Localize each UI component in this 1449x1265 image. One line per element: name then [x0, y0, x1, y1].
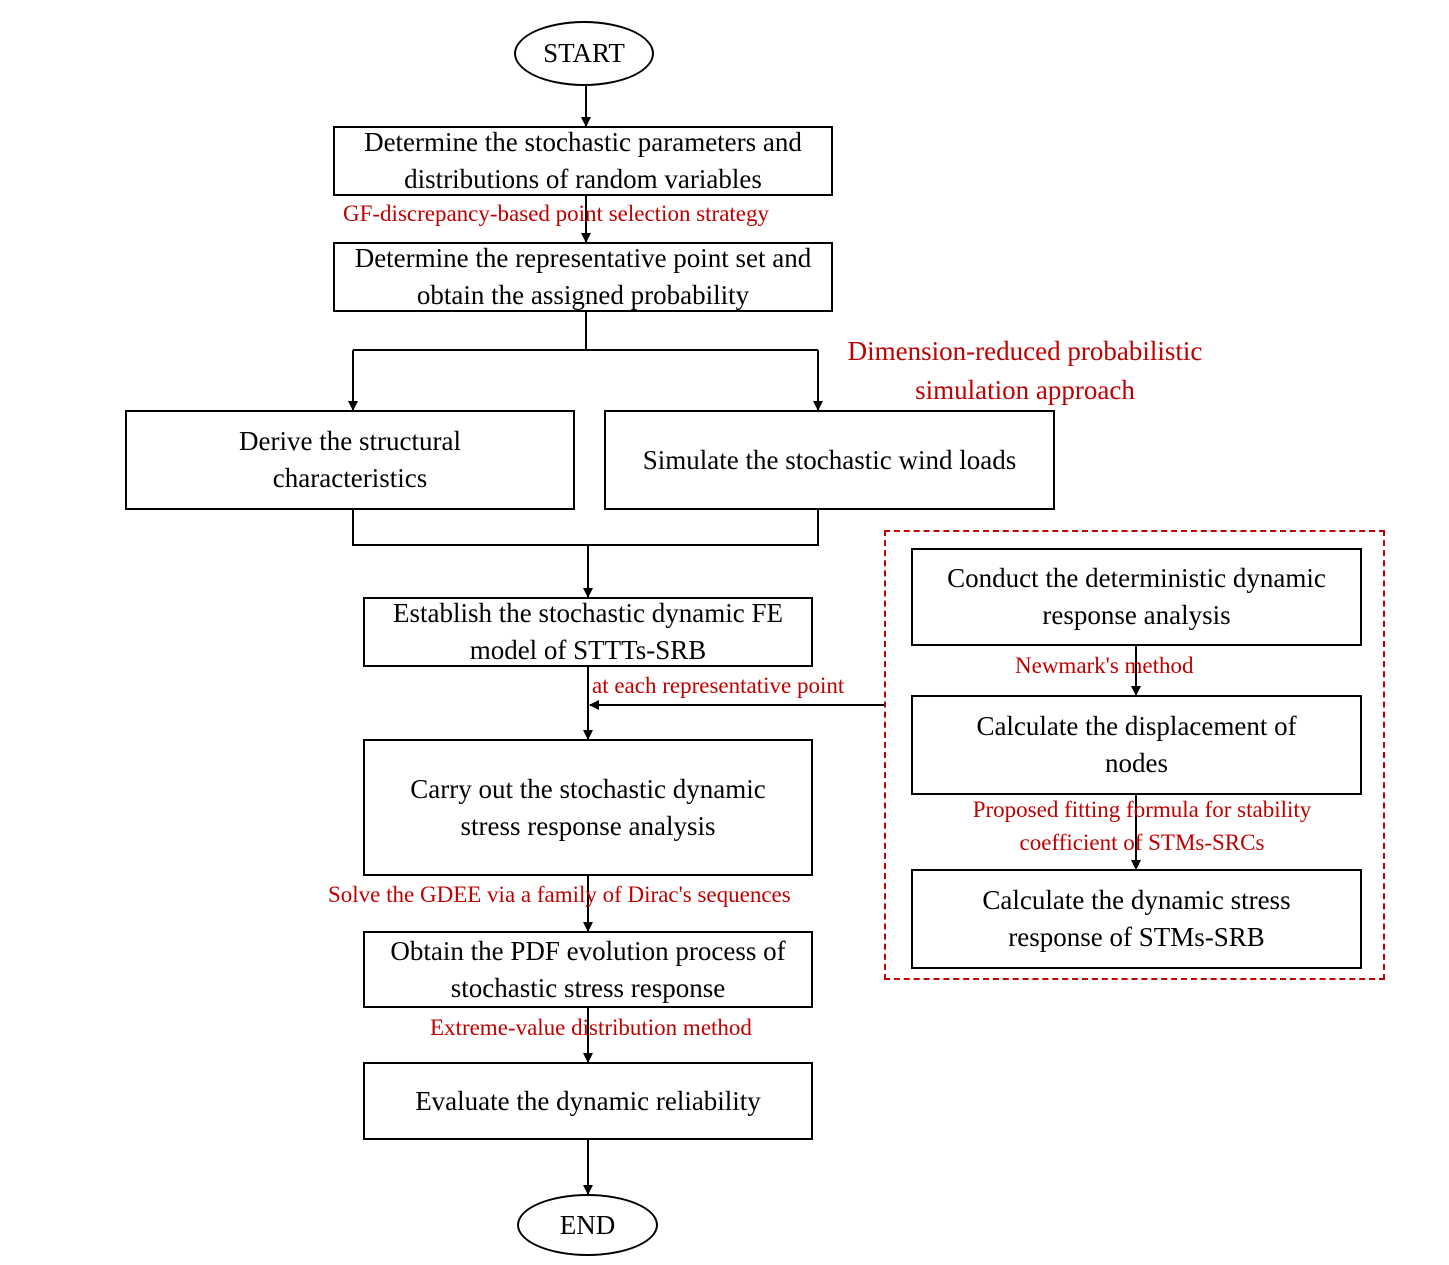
label-gdee: Solve the GDEE via a family of Dirac's s… [328, 882, 791, 907]
merge-line [352, 510, 819, 546]
label-fitting-line1: Proposed fitting formula for stability [972, 797, 1312, 822]
start-node: START [514, 21, 654, 86]
label-dimension-reduced-line1: Dimension-reduced probabilistic [847, 336, 1203, 366]
reliability-box: Evaluate the dynamic reliability [363, 1062, 813, 1140]
label-fitting-line2: coefficient of STMs-SRCs [1019, 830, 1265, 855]
label-extreme-value: Extreme-value distribution method [430, 1015, 752, 1040]
node-displacement-box: Calculate the displacement of nodes [911, 695, 1362, 795]
representative-points-box: Determine the representative point set a… [333, 242, 833, 312]
label-dimension-reduced-line2: simulation approach [915, 375, 1135, 405]
deterministic-analysis-box: Conduct the deterministic dynamic respon… [911, 548, 1362, 646]
wind-loads-box: Simulate the stochastic wind loads [604, 410, 1055, 510]
label-each-representative-point: at each representative point [592, 673, 845, 698]
stress-analysis-box: Carry out the stochastic dynamic stress … [363, 739, 813, 876]
fe-model-box: Establish the stochastic dynamic FE mode… [363, 597, 813, 667]
dynamic-stress-box: Calculate the dynamic stress response of… [911, 869, 1362, 969]
subprocess-frame [884, 530, 1385, 980]
split-line [353, 312, 587, 351]
label-gf-discrepancy: GF-discrepancy-based point selection str… [343, 201, 770, 226]
end-node: END [517, 1194, 658, 1256]
label-newmark: Newmark's method [1015, 653, 1194, 678]
structural-characteristics-box: Derive the structural characteristics [125, 410, 575, 510]
pdf-evolution-box: Obtain the PDF evolution process of stoc… [363, 931, 813, 1008]
determine-parameters-box: Determine the stochastic parameters and … [333, 126, 833, 196]
